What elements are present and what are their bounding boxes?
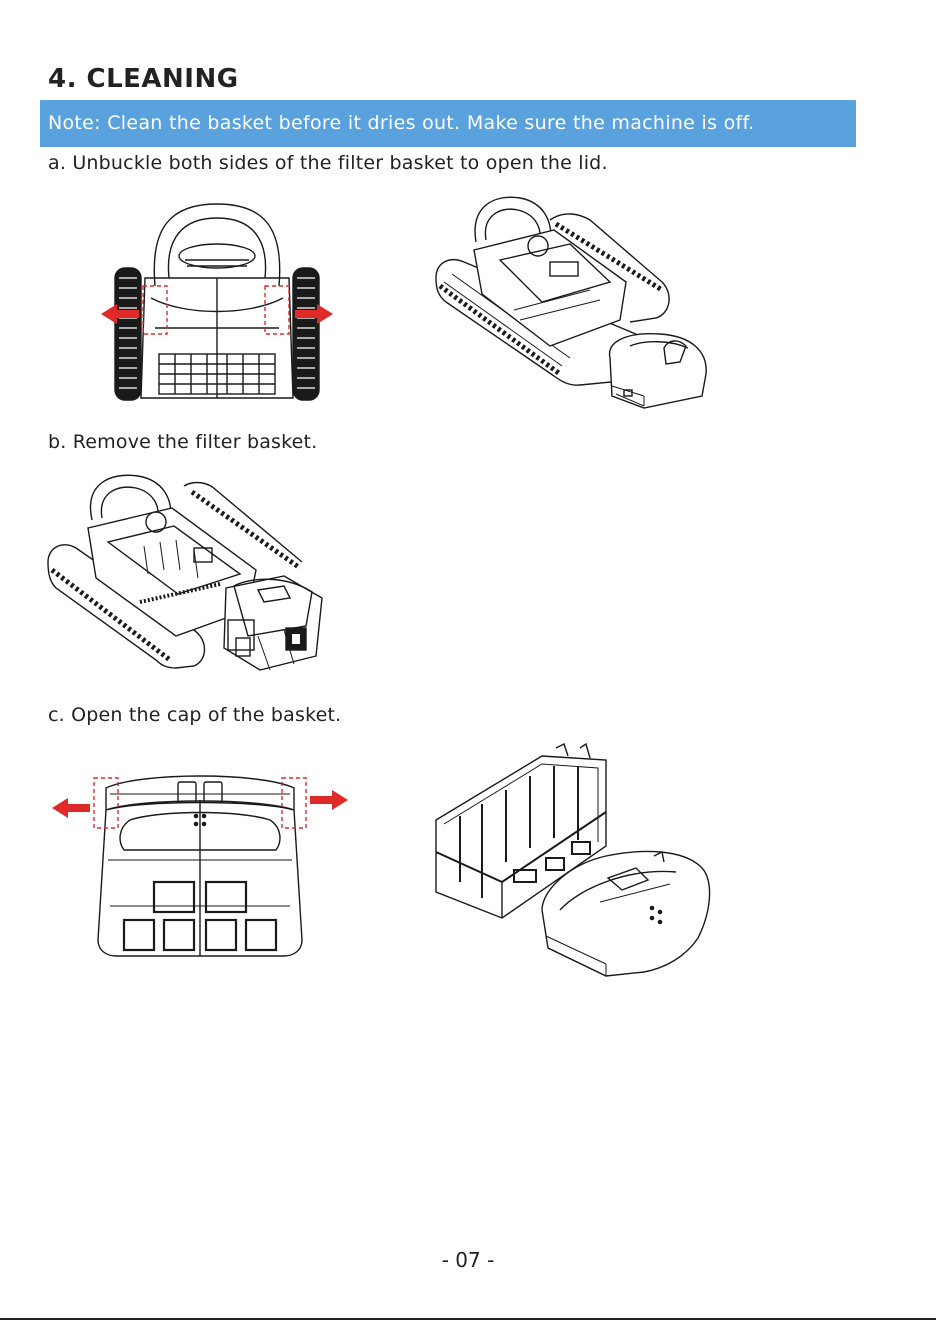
robot-lid-open-illustration	[430, 190, 720, 415]
page-number: - 07 -	[0, 1248, 936, 1272]
robot-front-illustration	[95, 198, 340, 406]
step-b-label: b. Remove the filter basket.	[48, 431, 317, 453]
bottom-rule	[0, 1318, 936, 1320]
basket-cap-separated-illustration	[430, 742, 715, 980]
step-c-label: c. Open the cap of the basket.	[48, 704, 341, 726]
note-banner: Note: Clean the basket before it dries o…	[40, 100, 856, 147]
step-a-label: a. Unbuckle both sides of the filter bas…	[48, 152, 608, 174]
remove-filter-basket-illustration	[44, 470, 329, 680]
basket-front-illustration	[50, 770, 350, 960]
section-title: 4. CLEANING	[48, 64, 239, 94]
